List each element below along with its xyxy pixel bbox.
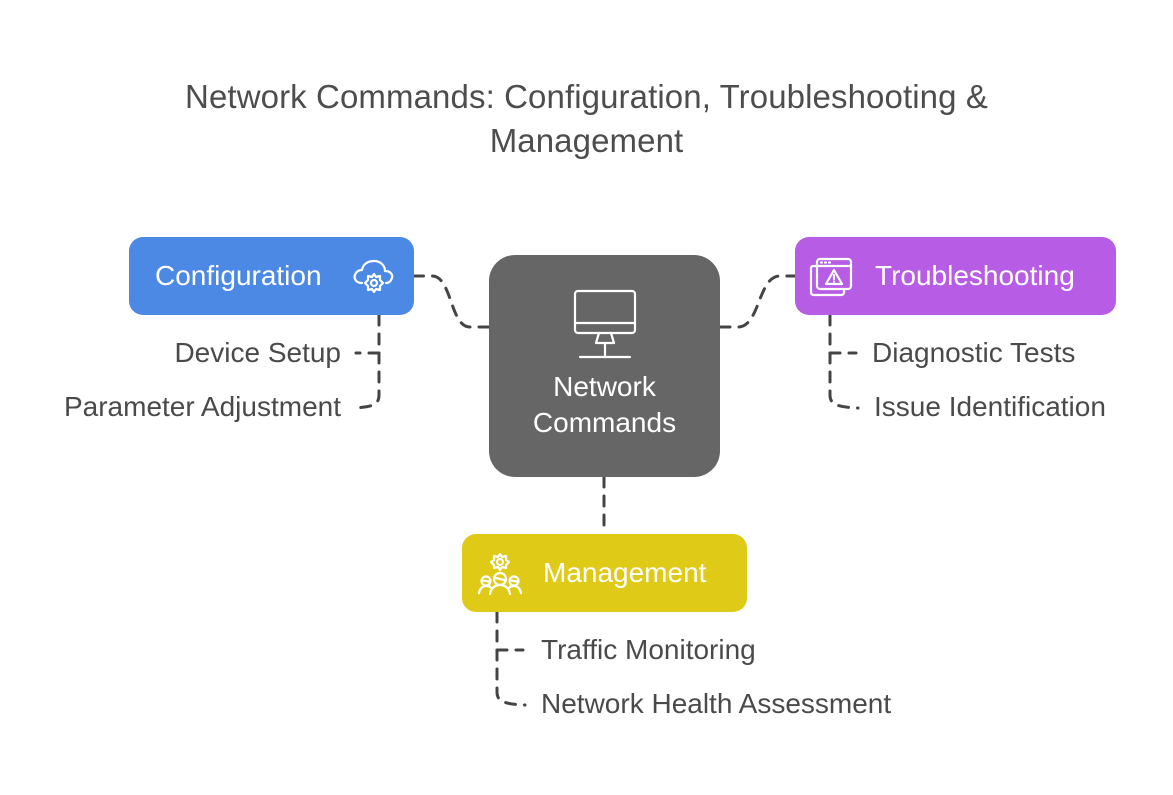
connector-center-configuration — [412, 274, 491, 329]
configuration-node[interactable]: Configuration — [129, 237, 414, 315]
cloud-gear-icon — [353, 259, 394, 294]
troubleshooting-item-issue-identification: Issue Identification — [874, 391, 1106, 423]
connector-configuration-items — [352, 313, 381, 410]
management-label: Management — [543, 557, 707, 588]
management-item-network-health-assessment: Network Health Assessment — [541, 688, 891, 720]
desktop-monitor-icon — [573, 289, 637, 359]
connector-center-troubleshooting — [718, 274, 797, 329]
item-label: Traffic Monitoring — [541, 634, 756, 665]
management-item-traffic-monitoring: Traffic Monitoring — [541, 634, 756, 666]
configuration-label: Configuration — [155, 260, 322, 291]
item-label: Network Health Assessment — [541, 688, 892, 719]
configuration-item-device-setup: Device Setup — [174, 337, 341, 369]
item-label: Issue Identification — [874, 391, 1106, 422]
item-label: Device Setup — [174, 337, 341, 368]
connector-troubleshooting-items — [828, 313, 860, 410]
network-commands-node[interactable]: Network Commands — [489, 255, 720, 477]
troubleshooting-label: Troubleshooting — [875, 260, 1075, 291]
browser-warning-icon — [809, 257, 853, 297]
diagram-title-line-1: Network Commands: Configuration, Trouble… — [185, 78, 988, 159]
item-label: Parameter Adjustment — [63, 391, 341, 422]
troubleshooting-node[interactable]: Troubleshooting — [795, 237, 1116, 315]
configuration-item-parameter-adjustment: Parameter Adjustment — [64, 391, 341, 423]
management-node[interactable]: Management — [462, 534, 747, 612]
diagram-title: Network Commands: Configuration, Trouble… — [0, 75, 1173, 163]
connector-management-items — [495, 610, 527, 707]
item-label: Diagnostic Tests — [872, 337, 1076, 368]
team-gear-icon — [477, 552, 523, 596]
network-commands-label: Network Commands — [532, 371, 677, 438]
troubleshooting-item-diagnostic-tests: Diagnostic Tests — [872, 337, 1075, 369]
